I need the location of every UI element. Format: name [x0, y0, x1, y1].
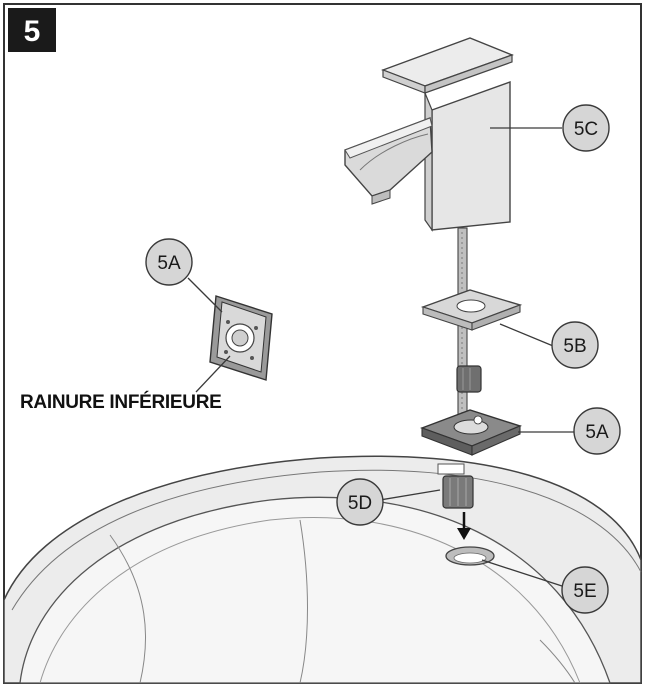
- threaded-rod: [457, 227, 468, 439]
- groove-label: RAINURE INFÉRIEURE: [20, 391, 222, 413]
- sink-basin: [3, 455, 642, 684]
- faucet-body: [344, 37, 514, 232]
- callout-5c-label: 5C: [574, 119, 598, 140]
- callout-5e-label: 5E: [573, 581, 596, 602]
- base-plate-detail: [209, 295, 273, 381]
- coupling-nut: [456, 365, 482, 393]
- callout-5d-label: 5D: [348, 493, 372, 514]
- callout-5a-detail-label: 5A: [157, 253, 181, 274]
- step-number: 5: [24, 15, 41, 48]
- callout-5e: 5E: [561, 566, 609, 614]
- callout-5c: 5C: [562, 104, 610, 152]
- upper-gasket-5b: [420, 289, 523, 331]
- callout-5d: 5D: [336, 478, 384, 526]
- step-badge: 5: [8, 8, 56, 52]
- callout-5b-label: 5B: [563, 336, 586, 357]
- callout-5a-right-label: 5A: [585, 422, 609, 443]
- mounting-nut-5d: [437, 463, 474, 509]
- leader-lines: [187, 127, 574, 587]
- base-plate-5a: [419, 409, 523, 456]
- callout-5a-right: 5A: [573, 407, 621, 455]
- down-arrow-icon: [457, 512, 471, 540]
- callout-5b: 5B: [551, 321, 599, 369]
- callout-5a-detail: 5A: [145, 238, 193, 286]
